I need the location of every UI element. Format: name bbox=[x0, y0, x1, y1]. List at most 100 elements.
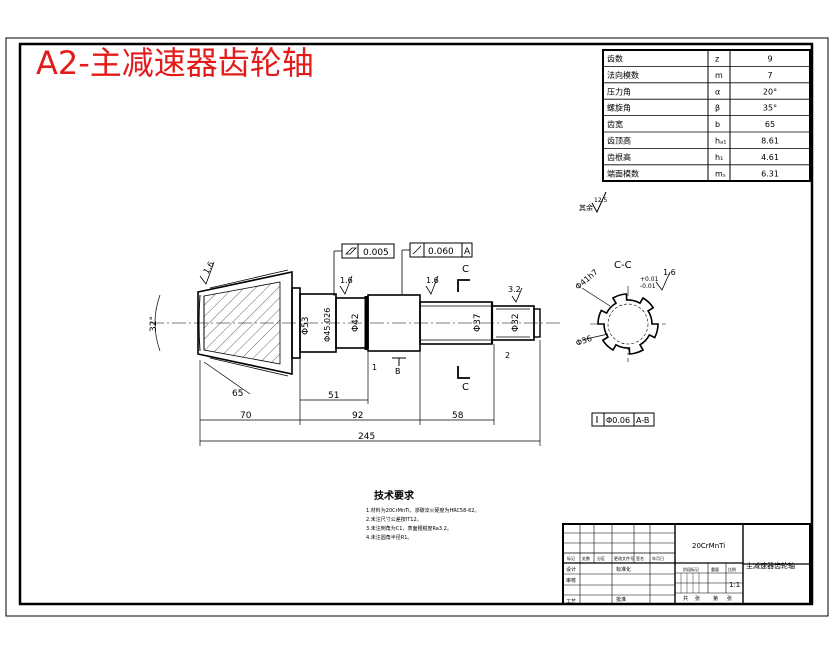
approve-label: 批准 bbox=[616, 596, 626, 603]
dim-len51: 51 bbox=[328, 391, 339, 401]
param-symbol: h₁ bbox=[715, 153, 723, 162]
param-value: 6.31 bbox=[761, 169, 779, 178]
param-value: 65 bbox=[765, 120, 775, 129]
position-value: Φ0.06 bbox=[606, 416, 630, 425]
param-symbol: β bbox=[715, 104, 720, 113]
param-value: 8.61 bbox=[761, 136, 779, 145]
param-name: 螺旋角 bbox=[607, 103, 631, 113]
datum-b-marker bbox=[392, 357, 406, 366]
param-symbol: b bbox=[715, 120, 720, 129]
param-name: 齿宽 bbox=[607, 119, 623, 129]
param-name: 端面模数 bbox=[607, 168, 639, 178]
datum-b-label: B bbox=[395, 367, 401, 376]
spline-section-view bbox=[581, 286, 666, 362]
role-label: 审核 bbox=[566, 577, 576, 584]
stage-header: 阶段标记 bbox=[683, 566, 699, 572]
sheet-label: 共 bbox=[683, 595, 688, 602]
param-name: 齿根高 bbox=[607, 152, 631, 162]
title-block-material: 20CrMnTi bbox=[692, 542, 725, 550]
role-label: 工艺 bbox=[566, 599, 576, 605]
sheet-label: 张 bbox=[695, 595, 700, 602]
section-tol-lower: -0.01 bbox=[640, 283, 656, 290]
tech-req-line: 4.未注圆角半径R1。 bbox=[366, 534, 412, 541]
roughness-marks bbox=[199, 261, 671, 303]
param-name: 齿数 bbox=[607, 53, 623, 63]
param-name: 法向模数 bbox=[607, 70, 639, 80]
role-label: 设计 bbox=[566, 566, 576, 573]
rev-header: 更改文件号 bbox=[614, 555, 634, 561]
dim-d45: Φ45.026 bbox=[323, 308, 332, 342]
outer-border bbox=[5, 37, 829, 617]
dim-face-len: 65 bbox=[232, 389, 243, 399]
dim-d32: Φ32 bbox=[511, 313, 521, 332]
rev-header: 处数 bbox=[582, 555, 590, 561]
dim-len70: 70 bbox=[240, 411, 252, 421]
dim-len58: 58 bbox=[452, 411, 464, 421]
roughness-other-value: 12.5 bbox=[594, 197, 608, 204]
rev-header: 分区 bbox=[597, 555, 605, 561]
shaft-main-view bbox=[150, 269, 560, 377]
runout-tolerance-frame bbox=[401, 242, 473, 294]
position-tolerance-frame bbox=[591, 412, 655, 427]
title-block bbox=[562, 523, 811, 605]
cut-label-top: C bbox=[462, 264, 469, 275]
drawing-title: A2-主减速器齿轮轴 bbox=[36, 44, 314, 82]
rev-header: 签名 bbox=[636, 555, 644, 561]
flatness-tolerance-frame bbox=[333, 243, 395, 296]
param-symbol: mₛ bbox=[715, 169, 726, 178]
roughness-other-symbol: 其余 12.5 bbox=[579, 191, 608, 214]
rev-header: 标记 bbox=[567, 555, 575, 561]
roughness-spline: 1.6 bbox=[426, 276, 439, 285]
roughness-other-label: 其余 bbox=[579, 203, 593, 212]
param-value: 35° bbox=[763, 104, 777, 113]
rev-header: 年月日 bbox=[652, 555, 664, 561]
param-name: 压力角 bbox=[607, 86, 631, 96]
horizontal-dimensions bbox=[199, 340, 541, 446]
param-value: 4.61 bbox=[761, 153, 779, 162]
runout-value: 0.060 bbox=[428, 247, 454, 257]
roughness-thread: 3.2 bbox=[508, 285, 521, 294]
dim-d53: Φ53 bbox=[301, 316, 311, 335]
dim-d42a: Φ42 bbox=[351, 313, 361, 332]
section-tol-upper: +0.01 bbox=[640, 276, 659, 283]
dim-small-2: 2 bbox=[505, 351, 510, 360]
param-symbol: m bbox=[715, 71, 723, 80]
tech-req-line: 2.未注尺寸公差按IT12。 bbox=[366, 516, 422, 523]
stage-header: 重量 bbox=[711, 566, 719, 572]
dim-len92: 92 bbox=[352, 411, 363, 421]
inner-frame bbox=[18, 42, 814, 606]
tech-req-line: 3.未注倒角为C1，表面粗糙度Ra3.2。 bbox=[366, 525, 452, 532]
sheet-label: 第 bbox=[713, 595, 718, 602]
position-ref: A-B bbox=[636, 416, 649, 425]
param-symbol: hₐ₁ bbox=[715, 136, 726, 145]
param-symbol: α bbox=[715, 87, 720, 96]
tech-req-line: 1.材料为20CrMnTi，渗碳淬火硬度为HRC58-62。 bbox=[366, 507, 479, 514]
dim-small-1: 1 bbox=[372, 363, 377, 372]
param-symbol: z bbox=[715, 54, 719, 63]
gear-tooth-hatch bbox=[203, 281, 281, 365]
flatness-value: 0.005 bbox=[363, 248, 389, 258]
tech-req-heading: 技术要求 bbox=[374, 489, 415, 502]
cut-label-bottom: C bbox=[462, 382, 469, 393]
param-value: 7 bbox=[767, 71, 772, 80]
roughness-shoulder: 1.6 bbox=[340, 276, 353, 285]
title-block-scale: 1:1 bbox=[729, 581, 740, 589]
dim-len245: 245 bbox=[358, 432, 375, 442]
section-d-outer: Φ41h7 bbox=[574, 268, 600, 292]
section-label: C-C bbox=[614, 260, 632, 271]
technical-requirements: 技术要求 1.材料为20CrMnTi，渗碳淬火硬度为HRC58-62。 2.未注… bbox=[366, 489, 479, 541]
stage-header: 比例 bbox=[728, 566, 736, 572]
roughness-section: 1.6 bbox=[663, 268, 676, 277]
section-cut-marks bbox=[457, 279, 470, 379]
runout-ref: A bbox=[464, 247, 471, 257]
dim-cone-angle: 32° bbox=[149, 316, 159, 332]
title-block-drawing-name: 主减速器齿轮轴 bbox=[746, 561, 795, 570]
param-name: 齿顶高 bbox=[607, 135, 631, 145]
param-value: 9 bbox=[767, 54, 772, 63]
dim-d37: Φ37 bbox=[473, 313, 483, 332]
std-label: 标准化 bbox=[616, 566, 631, 573]
section-d-inner: Φ36 bbox=[575, 334, 594, 348]
sheet-label: 张 bbox=[727, 595, 732, 602]
